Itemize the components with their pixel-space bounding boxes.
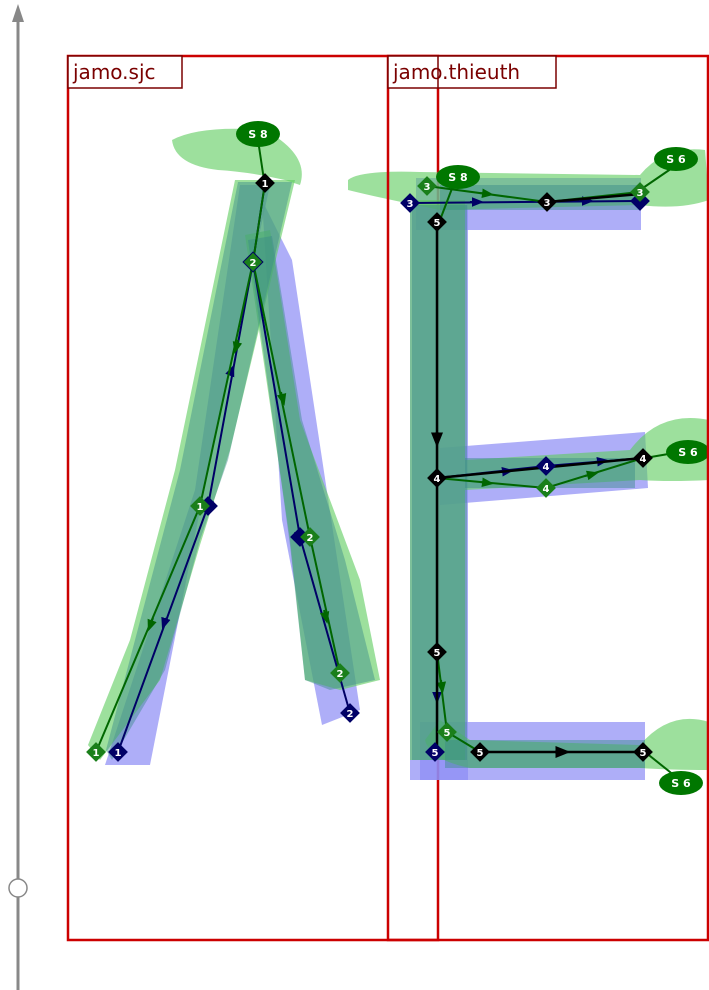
- start-marker: S 8: [236, 121, 280, 147]
- node-label: 5: [432, 748, 439, 759]
- node-label: 5: [434, 648, 441, 659]
- start-marker-text: S 8: [248, 128, 267, 141]
- start-marker-text: S 6: [671, 777, 691, 790]
- axis-arrowhead-icon: [12, 4, 24, 22]
- start-marker: S 8: [436, 165, 480, 189]
- node: 2: [242, 251, 264, 273]
- node-label: 4: [434, 474, 441, 485]
- node-label: 3: [637, 188, 644, 199]
- node: 3: [400, 193, 420, 213]
- node-label: 4: [640, 454, 647, 465]
- node: 1: [255, 173, 275, 193]
- glyph-label-box: [387, 55, 557, 89]
- node-label: 5: [434, 218, 441, 229]
- node-label: 1: [197, 502, 204, 513]
- node-label: 1: [115, 748, 122, 759]
- glyph-thieuth: S 8 S 6 S 6 S 6 3 3 3 3: [348, 54, 709, 942]
- node-label: 3: [424, 182, 431, 193]
- node-label: 1: [262, 179, 269, 190]
- node-label: 5: [477, 748, 484, 759]
- node-label: 5: [640, 748, 647, 759]
- start-marker-text: S 8: [448, 171, 467, 184]
- start-marker: S 6: [666, 440, 709, 464]
- node: 4: [427, 468, 447, 488]
- node-label: 2: [307, 533, 314, 544]
- start-marker-text: S 6: [678, 446, 698, 459]
- glyph-label: jamo.sjc: [72, 60, 156, 84]
- start-marker: S 6: [654, 147, 698, 171]
- node-label: 3: [407, 199, 414, 210]
- node-label: 5: [444, 728, 451, 739]
- node-label: 2: [250, 258, 257, 269]
- node-label: 2: [337, 669, 344, 680]
- node: 5: [427, 212, 447, 232]
- node-label: 3: [544, 198, 551, 209]
- start-marker-text: S 6: [666, 153, 686, 166]
- glyph-label-box: [67, 55, 183, 89]
- glyph-label: jamo.thieuth: [392, 60, 520, 84]
- node: 1: [190, 496, 218, 516]
- node: 3: [417, 176, 437, 196]
- node-label: 1: [93, 748, 100, 759]
- vertical-axis: [8, 4, 28, 990]
- glyph-sjc: S 8 1 2 1 2 2 2 1: [66, 54, 440, 942]
- node-label: 2: [347, 709, 354, 720]
- axis-slider-handle[interactable]: [8, 878, 28, 898]
- start-marker: S 6: [659, 771, 703, 795]
- node-label: 4: [543, 462, 550, 473]
- node-label: 4: [543, 484, 550, 495]
